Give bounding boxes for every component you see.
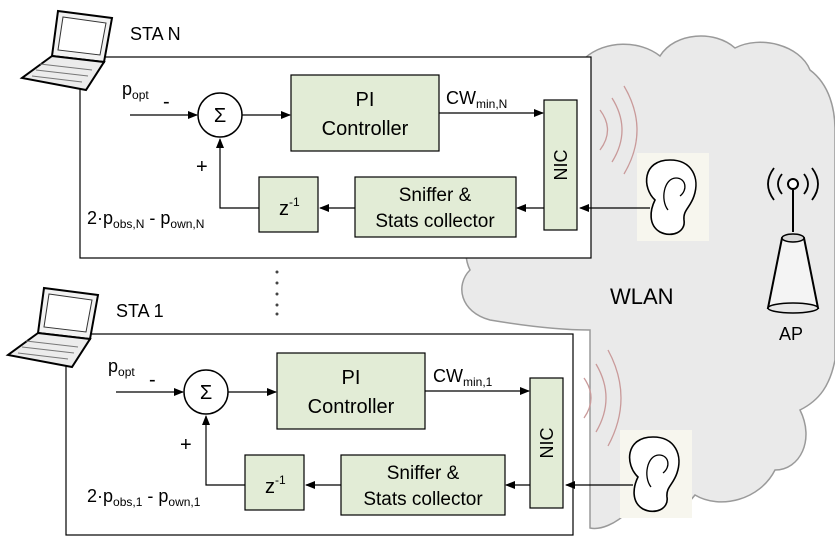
sniffer-block — [354, 176, 517, 238]
feedback-arrow — [202, 415, 245, 486]
controller-title: PI — [356, 89, 375, 111]
sniffer-subtitle: Stats collector — [363, 489, 483, 510]
station-name: STA 1 — [116, 301, 164, 321]
sum-symbol: Σ — [200, 382, 212, 404]
ear-icon — [637, 153, 709, 241]
ref-label: popt — [108, 356, 135, 379]
controller-subtitle: Controller — [308, 396, 395, 418]
nic-label: NIC — [537, 428, 557, 459]
pi-controller-block — [276, 352, 426, 430]
delay-block — [258, 176, 319, 233]
sum-symbol: Σ — [214, 105, 226, 127]
laptop-icon — [5, 286, 100, 369]
ear-icon — [620, 430, 692, 518]
station-n: STA N popt - Σ PI Controller CWmin,N NIC… — [19, 9, 709, 259]
nic-block — [543, 99, 578, 231]
delay-block — [244, 454, 305, 511]
cw-label: CWmin,1 — [433, 366, 493, 389]
sniffer-title: Sniffer & — [387, 463, 460, 484]
feedback-label: 2·pobs,N - pown,N — [87, 208, 204, 231]
cw-label: CWmin,N — [446, 88, 507, 111]
plus-sign: + — [180, 434, 192, 456]
radio-waves-icon — [599, 85, 638, 175]
feedback-label: 2·pobs,1 - pown,1 — [87, 486, 201, 509]
station-name: STA N — [130, 24, 181, 44]
ap-label: AP — [779, 324, 803, 344]
wlan-label: WLAN — [610, 284, 674, 309]
delay-label: z-1 — [265, 473, 286, 498]
ref-label: popt — [122, 79, 149, 102]
station-1: STA 1 popt - Σ PI Controller CWmin,1 NIC… — [5, 286, 692, 536]
nic-block — [529, 377, 564, 509]
wlan-cloud — [461, 35, 835, 530]
sniffer-block — [340, 454, 506, 516]
sniffer-subtitle: Stats collector — [375, 211, 495, 232]
ellipsis-dots — [275, 270, 279, 316]
radio-waves-icon — [583, 349, 622, 447]
minus-sign: - — [149, 369, 156, 391]
minus-sign: - — [163, 91, 170, 113]
pi-controller-block — [290, 74, 440, 152]
laptop-icon — [19, 9, 114, 92]
access-point-icon — [766, 167, 820, 314]
sniffer-title: Sniffer & — [399, 185, 472, 206]
controller-subtitle: Controller — [322, 118, 409, 140]
nic-label: NIC — [551, 150, 571, 181]
plus-sign: + — [196, 156, 208, 178]
feedback-arrow — [216, 138, 259, 209]
controller-title: PI — [342, 367, 361, 389]
delay-label: z-1 — [279, 195, 300, 220]
